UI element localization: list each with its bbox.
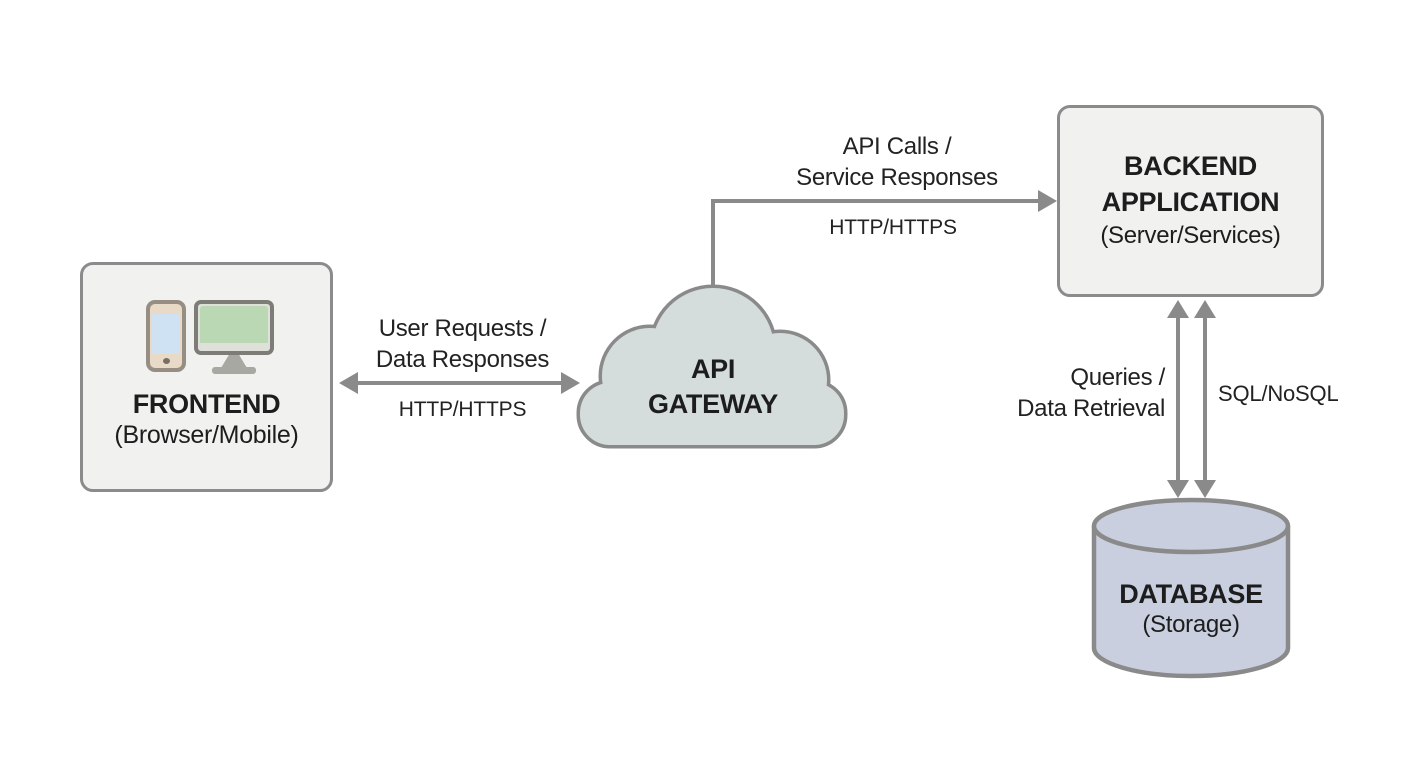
- edge-gateway-backend-vertical-line: [711, 199, 715, 291]
- edge-label-line1: API Calls /: [842, 133, 952, 160]
- backend-title-line1: BACKEND: [1124, 151, 1257, 181]
- edge-gateway-backend-horizontal-line: [711, 199, 1041, 203]
- edge-label-line2: Data Retrieval: [1017, 395, 1165, 422]
- database-subtitle: (Storage): [1142, 611, 1240, 638]
- node-frontend: [80, 262, 333, 492]
- monitor-screen: [200, 306, 268, 343]
- cloud-shape: [576, 284, 848, 449]
- arrowhead-down-icon: [1194, 480, 1216, 498]
- smartphone-screen: [152, 314, 180, 354]
- backend-title: BACKEND APPLICATION: [1057, 148, 1324, 220]
- edge-gateway-backend-protocol: HTTP/HTTPS: [829, 216, 957, 239]
- arrowhead-up-icon: [1167, 300, 1189, 318]
- edge-backend-database-protocol: SQL/NoSQL: [1218, 381, 1339, 406]
- smartphone-icon: [146, 300, 186, 372]
- edge-gateway-backend-label: API Calls / Service Responses: [748, 131, 1046, 193]
- edge-label-line2: Service Responses: [796, 164, 998, 191]
- edge-backend-database-line-1: [1176, 314, 1180, 482]
- node-backend: [1057, 105, 1324, 297]
- arrowhead-right-icon: [561, 372, 580, 394]
- gateway-title: API GATEWAY: [593, 352, 833, 422]
- desktop-monitor-icon: [194, 300, 274, 355]
- gateway-title-line1: API: [690, 354, 736, 384]
- edge-frontend-gateway-line: [354, 381, 566, 385]
- database-title: DATABASE: [1119, 579, 1263, 609]
- arrowhead-up-icon: [1194, 300, 1216, 318]
- gateway-title-line2: GATEWAY: [648, 389, 778, 419]
- edge-label-line2: Data Responses: [375, 346, 550, 373]
- edge-backend-database-label: Queries / Data Retrieval: [915, 362, 1165, 424]
- edge-frontend-gateway-protocol: HTTP/HTTPS: [398, 398, 527, 421]
- arrowhead-right-icon: [1038, 190, 1057, 212]
- backend-title-line2: APPLICATION: [1101, 187, 1280, 217]
- smartphone-home-button: [163, 358, 170, 364]
- backend-subtitle: (Server/Services): [1100, 222, 1281, 249]
- arrowhead-left-icon: [339, 372, 358, 394]
- edge-label-line1: Queries /: [1070, 364, 1165, 391]
- monitor-base: [212, 367, 256, 374]
- edge-label-line1: User Requests /: [378, 315, 547, 342]
- edge-backend-database-line-2: [1203, 314, 1207, 482]
- arrowhead-down-icon: [1167, 480, 1189, 498]
- monitor-stand: [221, 355, 247, 368]
- edge-frontend-gateway-label: User Requests / Data Responses: [345, 313, 580, 375]
- frontend-subtitle: (Browser/Mobile): [114, 421, 299, 449]
- frontend-title: FRONTEND: [132, 389, 281, 419]
- database-cylinder-shape: [1091, 497, 1291, 679]
